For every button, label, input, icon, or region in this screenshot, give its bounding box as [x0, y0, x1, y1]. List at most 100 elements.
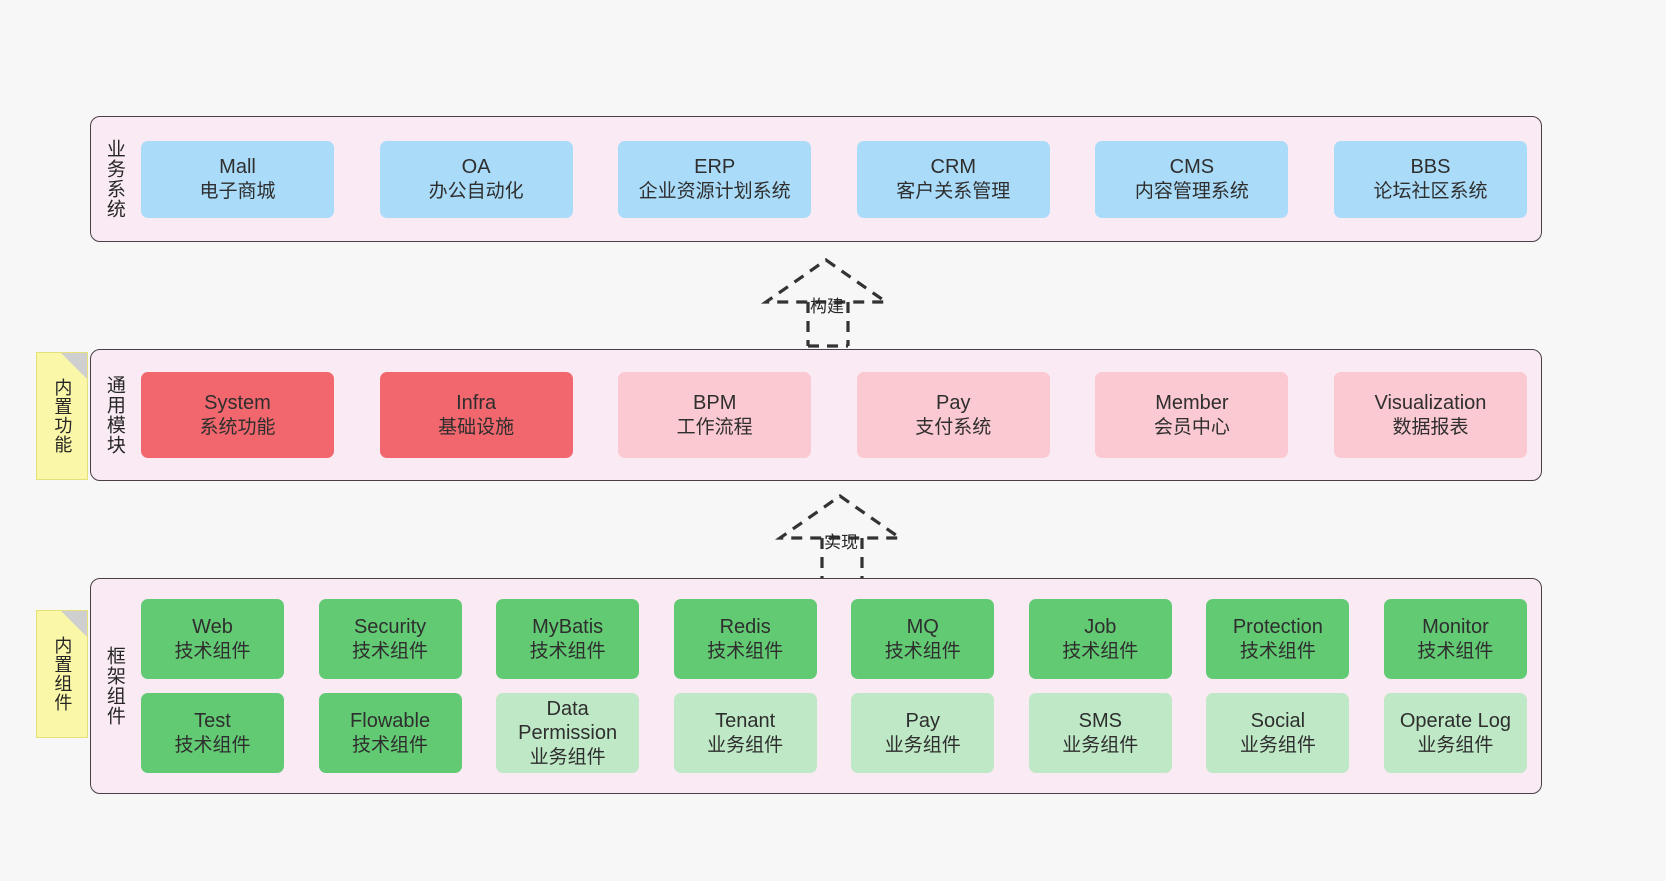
node-name: OA [461, 156, 491, 179]
note-builtin-components: 内置组件 [36, 610, 88, 738]
note-fold-corner-icon [61, 353, 87, 379]
node-desc: 业务组件 [1417, 734, 1494, 756]
node-desc: 办公自动化 [428, 180, 524, 202]
generalization-triangle-icon [760, 258, 892, 304]
connector-implement-arrow: 实现 [766, 492, 926, 584]
node-name: Data Permission [518, 698, 618, 745]
node-name: Redis [719, 616, 771, 639]
node-desc: 电子商城 [199, 180, 276, 202]
layer-title-framework-components: 框架组件 [103, 646, 125, 726]
node-desc: 业务组件 [884, 734, 961, 756]
node-desc: 支付系统 [915, 416, 992, 438]
node-desc: 企业资源计划系统 [638, 180, 791, 202]
node-name: Social [1250, 710, 1306, 733]
node-desc: 技术组件 [529, 640, 606, 662]
node-name: Member [1155, 392, 1229, 415]
node-name: SMS [1078, 710, 1122, 733]
build-arrow-svg [760, 258, 892, 348]
generalization-triangle-icon [774, 494, 906, 540]
node-desc: 技术组件 [707, 640, 784, 662]
layer-title-common-modules: 通用模块 [103, 375, 125, 455]
node-name: Infra [456, 392, 497, 415]
implement-arrow-svg [774, 494, 906, 584]
node-name: Tenant [715, 710, 776, 733]
note-builtin-functions-label: 内置功能 [52, 378, 73, 454]
node-desc: 业务组件 [529, 746, 606, 768]
node-desc: 论坛社区系统 [1373, 180, 1488, 202]
node-name: BPM [693, 392, 737, 415]
node-desc: 技术组件 [174, 734, 251, 756]
node-name: Visualization [1374, 392, 1487, 415]
node-name: Flowable [350, 710, 431, 733]
node-name: Security [353, 616, 427, 639]
node-name: Protection [1232, 616, 1323, 639]
node-name: Web [192, 616, 233, 639]
node-desc: 基础设施 [438, 416, 515, 438]
node-desc: 技术组件 [174, 640, 251, 662]
node-name: Operate Log [1399, 710, 1512, 733]
node-desc: 技术组件 [1417, 640, 1494, 662]
connector-build-arrow: 构建 [752, 256, 912, 348]
node-desc: 业务组件 [707, 734, 784, 756]
layer-title-business-systems: 业务系统 [103, 139, 125, 219]
node-desc: 技术组件 [1062, 640, 1139, 662]
node-desc: 技术组件 [884, 640, 961, 662]
connector-shaft-icon [806, 302, 850, 348]
node-desc: 业务组件 [1062, 734, 1139, 756]
node-name: Pay [905, 710, 940, 733]
node-desc: 系统功能 [199, 416, 276, 438]
node-desc: 内容管理系统 [1134, 180, 1249, 202]
node-desc: 客户关系管理 [896, 180, 1011, 202]
node-name: Test [194, 710, 231, 733]
connector-build-label: 构建 [810, 297, 844, 316]
node-desc: 数据报表 [1392, 416, 1469, 438]
connector-shaft-icon [820, 538, 864, 584]
node-name: Monitor [1422, 616, 1489, 639]
node-name: Mall [219, 156, 256, 179]
node-desc: 技术组件 [1239, 640, 1316, 662]
node-name: Pay [936, 392, 971, 415]
node-name: BBS [1410, 156, 1451, 179]
node-desc: 技术组件 [352, 640, 429, 662]
connector-implement-label: 实现 [824, 533, 858, 552]
node-name: CMS [1169, 156, 1215, 179]
